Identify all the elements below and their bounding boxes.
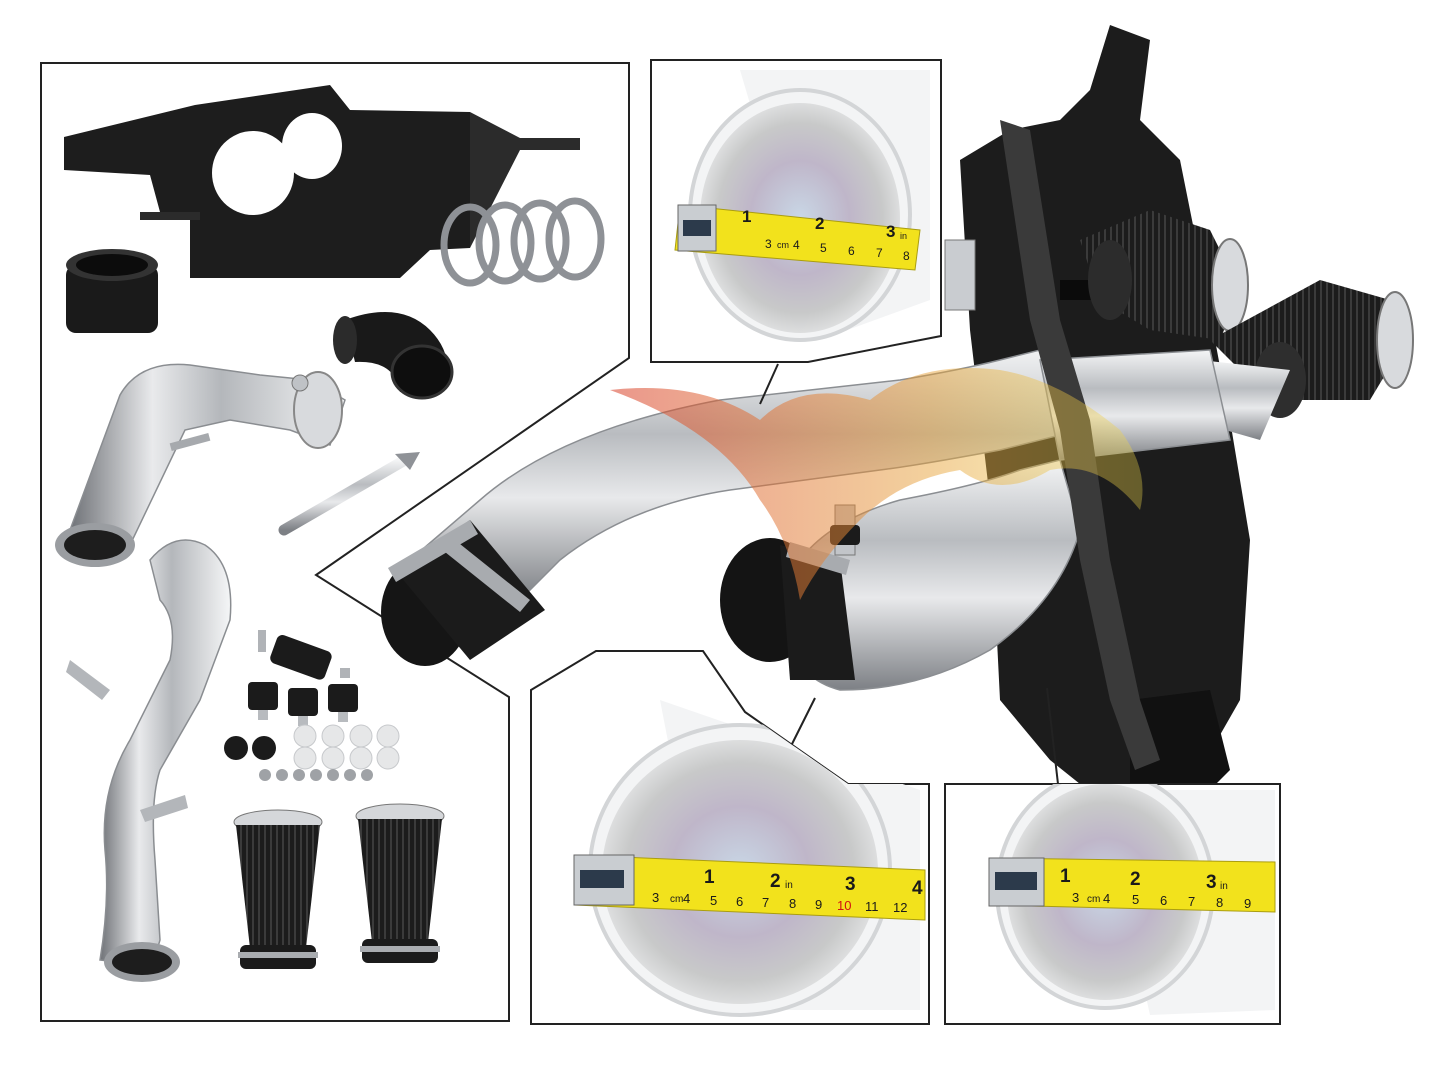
tape-inch-unit: in	[900, 231, 907, 241]
tape-br-inch-2: 2	[1130, 869, 1141, 890]
tape-br-cm-unit: cm	[1087, 894, 1100, 905]
tape-br-inch-3: 3	[1206, 872, 1217, 893]
inset-bottom-left: 1 2 3 4 in cm 3 4 5 6 7 8 9 10 11 12	[530, 650, 930, 1025]
tape-inch-1: 1	[742, 207, 751, 226]
kit-contents-panel	[40, 62, 630, 1022]
tape-inch-2: 2	[815, 214, 824, 233]
inset-bottom-right: 1 2 3 in cm 3 4 5 6 7 8 9	[944, 783, 1281, 1025]
tape-br-inch-1: 1	[1060, 866, 1071, 887]
tape-bl-cm-11: 11	[865, 899, 879, 914]
tape-br-inch-unit: in	[1220, 881, 1228, 892]
tape-br-cm-8: 8	[1216, 895, 1223, 910]
tape-measure-bottom-left: 1 2 3 4 in cm 3 4 5 6 7 8 9 10 11 12	[573, 854, 926, 921]
tape-bl-inch-3: 3	[845, 874, 856, 895]
tape-cm-5: 5	[820, 241, 827, 255]
assembled-intake	[381, 25, 1414, 820]
tape-br-cm-9: 9	[1244, 896, 1251, 911]
tape-br-cm-3: 3	[1072, 890, 1079, 905]
tape-bl-cm-6: 6	[736, 894, 743, 909]
tape-br-cm-5: 5	[1132, 892, 1139, 907]
tape-measure-bottom-right: 1 2 3 in cm 3 4 5 6 7 8 9	[988, 857, 1276, 913]
tape-cm-6: 6	[848, 244, 855, 258]
tape-cm-unit: cm	[777, 240, 789, 250]
air-filter-right	[355, 803, 445, 963]
rubber-coupler	[66, 249, 158, 333]
intake-pipe-upper	[55, 363, 346, 567]
installed-filter-upper	[1080, 210, 1249, 340]
tape-bl-inch-4: 4	[912, 878, 923, 899]
tape-bl-cm-unit: cm	[670, 894, 683, 905]
tape-bl-cm-7: 7	[762, 895, 769, 910]
tape-bl-inch-unit: in	[785, 880, 793, 891]
breather-fitting	[278, 452, 420, 536]
tape-bl-inch-2: 2	[770, 871, 781, 892]
air-filter-left	[233, 809, 323, 969]
tape-cm-4: 4	[793, 238, 800, 252]
coupler-front	[381, 520, 545, 666]
callout-lines	[759, 363, 1059, 785]
flame-logo	[610, 368, 1143, 600]
coupler-lower	[720, 538, 855, 680]
tape-inch-3: 3	[886, 222, 895, 241]
tape-bl-cm-12: 12	[893, 900, 907, 915]
air-filters	[233, 803, 445, 969]
tape-measure-top: 1 2 3 in cm 3 4 5 6 7 8	[674, 204, 921, 271]
heat-shield	[64, 85, 580, 278]
tape-cm-3: 3	[765, 237, 772, 251]
tape-bl-cm-9: 9	[815, 897, 822, 912]
intake-pipe-lower	[66, 539, 232, 982]
rubber-elbow	[333, 312, 454, 400]
tape-bl-cm-8: 8	[789, 896, 796, 911]
tape-cm-8: 8	[903, 249, 910, 263]
tape-br-cm-4: 4	[1103, 891, 1110, 906]
tape-br-cm-7: 7	[1188, 894, 1195, 909]
tape-bl-inch-1: 1	[704, 867, 715, 888]
tape-bl-cm-3: 3	[652, 890, 659, 905]
tape-br-cm-6: 6	[1160, 893, 1167, 908]
inset-top: 1 2 3 in cm 3 4 5 6 7 8	[650, 59, 942, 363]
hose-clamps	[440, 197, 605, 287]
tape-bl-cm-5: 5	[710, 893, 717, 908]
tape-cm-7: 7	[876, 246, 883, 260]
tape-bl-cm-10: 10	[837, 898, 851, 913]
mounting-hardware	[224, 630, 400, 781]
tape-bl-cm-4: 4	[683, 891, 690, 906]
